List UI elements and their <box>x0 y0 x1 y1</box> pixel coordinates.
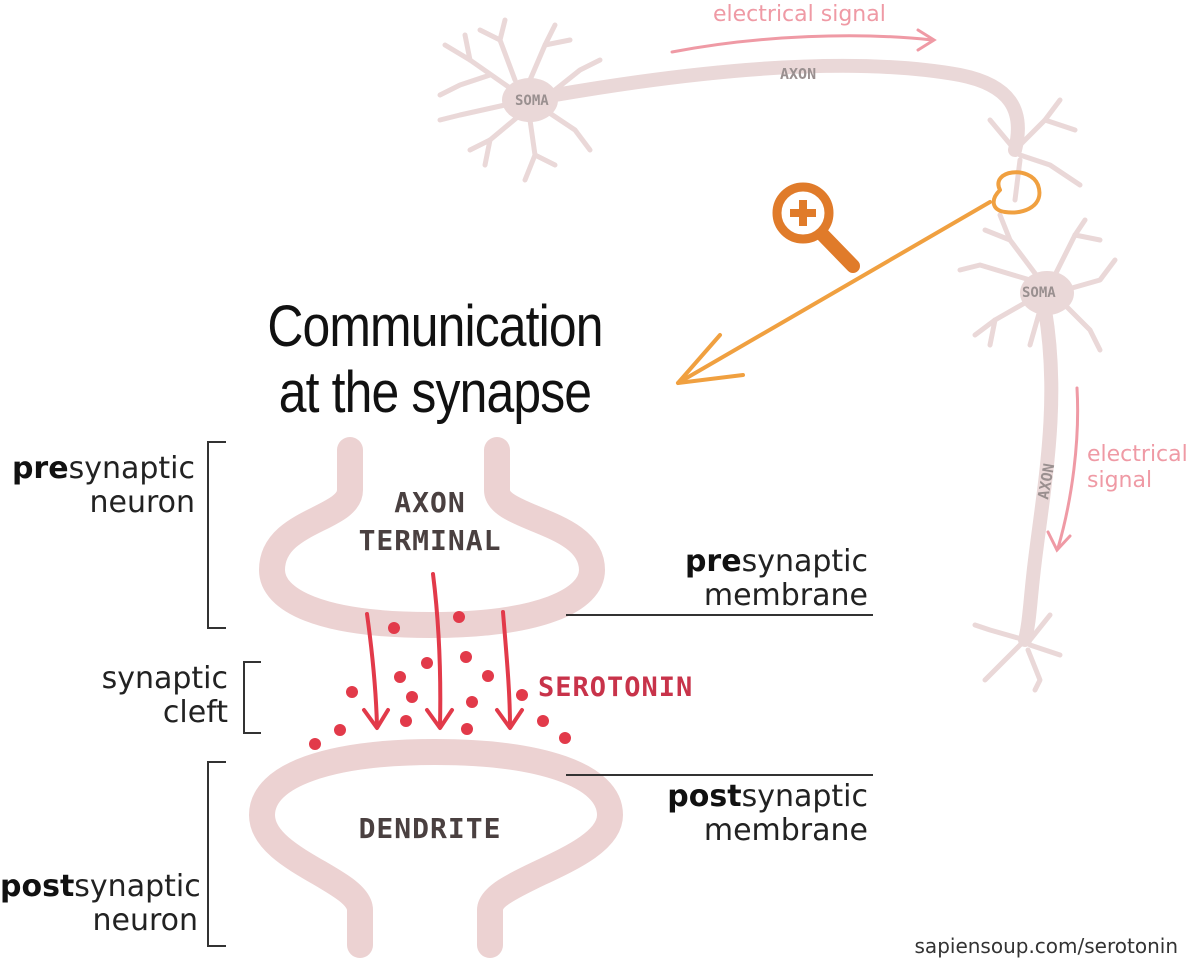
postsynaptic-membrane-label: postsynaptic membrane <box>600 780 868 848</box>
postsynaptic-neuron-line2: neuron <box>92 903 198 938</box>
brackets <box>207 441 261 947</box>
page-title: Communication at the synapse <box>199 294 672 426</box>
signal-arrow-top <box>670 28 937 54</box>
presynaptic-neuron-bracket <box>207 441 226 629</box>
zoom-callout <box>676 170 1042 385</box>
dendrite <box>249 739 623 958</box>
serotonin-label: SEROTONIN <box>538 672 694 703</box>
presynaptic-neuron-line2: neuron <box>89 485 195 520</box>
synaptic-cleft-line1: synaptic <box>101 661 228 696</box>
presynaptic-neuron-label: presynaptic neuron <box>0 452 195 520</box>
postsynaptic-neuron-bracket <box>207 761 226 947</box>
soma-top-label: SOMA <box>515 93 549 109</box>
lower-neuron <box>957 212 1118 693</box>
presynaptic-neuron-rest: synaptic <box>68 451 195 486</box>
magnifier-icon <box>772 182 860 273</box>
signal-right-label: electrical signal <box>1087 442 1186 494</box>
title-line1: Communication <box>267 294 603 359</box>
signal-arrow-right <box>1046 386 1080 553</box>
axon-terminal-line1: AXON <box>394 486 466 519</box>
axon-terminal-line2: TERMINAL <box>358 524 502 557</box>
soma-right-label: SOMA <box>1022 285 1056 301</box>
axon-terminal <box>259 437 605 638</box>
source-credit: sapiensoup.com/serotonin <box>914 934 1178 958</box>
postsynaptic-neuron-bold: post <box>0 869 75 904</box>
release-arrows <box>362 572 524 730</box>
synaptic-cleft-label: synaptic cleft <box>0 662 228 730</box>
membrane-pointers <box>566 614 873 776</box>
presynaptic-membrane-rest: synaptic <box>741 544 868 579</box>
dendrite-label: DENDRITE <box>358 812 502 845</box>
presynaptic-membrane-label: presynaptic membrane <box>600 545 868 613</box>
title-line2: at the synapse <box>278 360 592 425</box>
axon-right-label: AXON <box>1034 462 1058 501</box>
signal-right-line2: signal <box>1087 468 1153 493</box>
serotonin-molecules <box>309 611 571 750</box>
postsynaptic-membrane-rest: synaptic <box>741 779 868 814</box>
axon-top-label: AXON <box>780 65 816 83</box>
postsynaptic-membrane-bold: post <box>667 779 742 814</box>
upper-neuron <box>437 17 1083 203</box>
synaptic-cleft-bracket <box>243 661 261 734</box>
axon-terminal-label: AXON TERMINAL <box>330 484 530 560</box>
postsynaptic-neuron-rest: synaptic <box>74 869 201 904</box>
postsynaptic-membrane-line2: membrane <box>703 813 868 848</box>
presynaptic-membrane-bold: pre <box>684 544 742 579</box>
presynaptic-neuron-bold: pre <box>11 451 69 486</box>
presynaptic-membrane-line2: membrane <box>703 578 868 613</box>
signal-right-line1: electrical <box>1087 442 1186 467</box>
signal-top-label: electrical signal <box>713 2 886 27</box>
postsynaptic-neuron-label: postsynaptic neuron <box>0 869 201 938</box>
synaptic-cleft-line2: cleft <box>162 695 228 730</box>
